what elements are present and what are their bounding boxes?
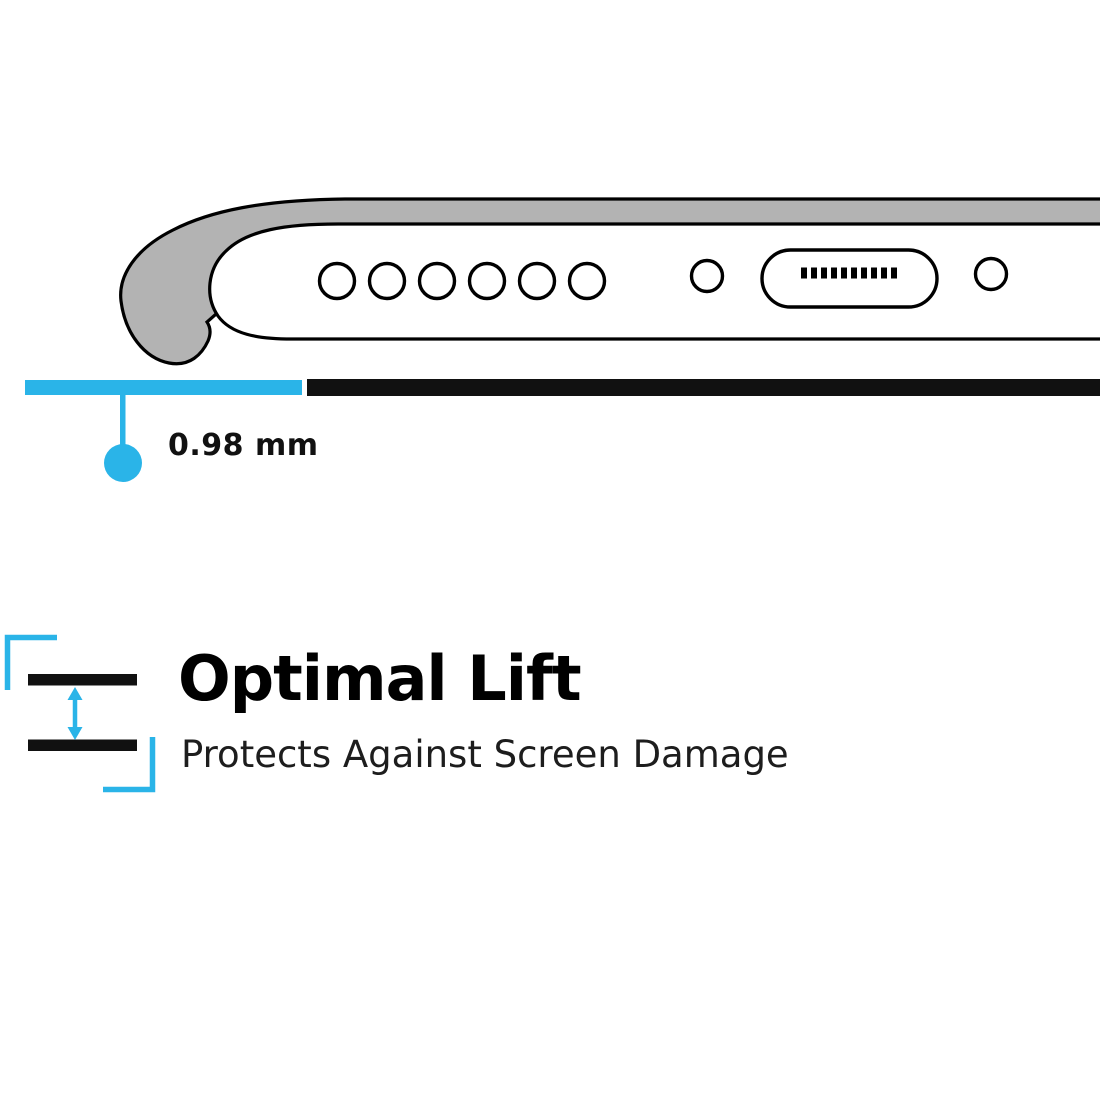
speaker-hole-icon xyxy=(317,261,357,301)
lift-spacing-icon xyxy=(4,634,156,793)
lift-icon-bracket-top-left xyxy=(4,634,57,690)
speaker-hole-icon xyxy=(467,261,507,301)
screw-hole-left-icon xyxy=(689,258,725,294)
feature-title: Optimal Lift xyxy=(178,642,582,715)
lift-icon-bar-bottom xyxy=(28,739,137,751)
charging-port xyxy=(760,248,939,309)
lift-icon-bracket-bottom-right xyxy=(103,737,156,793)
measurement-pointer-stem xyxy=(120,394,126,446)
measurement-label: 0.98 mm xyxy=(168,428,319,463)
speaker-hole-icon xyxy=(417,261,457,301)
measurement-bar-case xyxy=(25,380,302,395)
lift-arrow-head-down xyxy=(67,727,83,740)
measurement-pointer-dot xyxy=(104,444,142,482)
lift-arrow-head-up xyxy=(67,687,83,700)
feature-subtitle: Protects Against Screen Damage xyxy=(181,733,789,776)
speaker-hole-icon xyxy=(567,261,607,301)
speaker-hole-icon xyxy=(367,261,407,301)
screw-hole-right-icon xyxy=(973,256,1009,292)
lift-icon-bar-top xyxy=(28,674,137,686)
measurement-bar-screen xyxy=(307,379,1100,396)
speaker-hole-icon xyxy=(517,261,557,301)
phone-case-illustration xyxy=(25,197,1100,482)
